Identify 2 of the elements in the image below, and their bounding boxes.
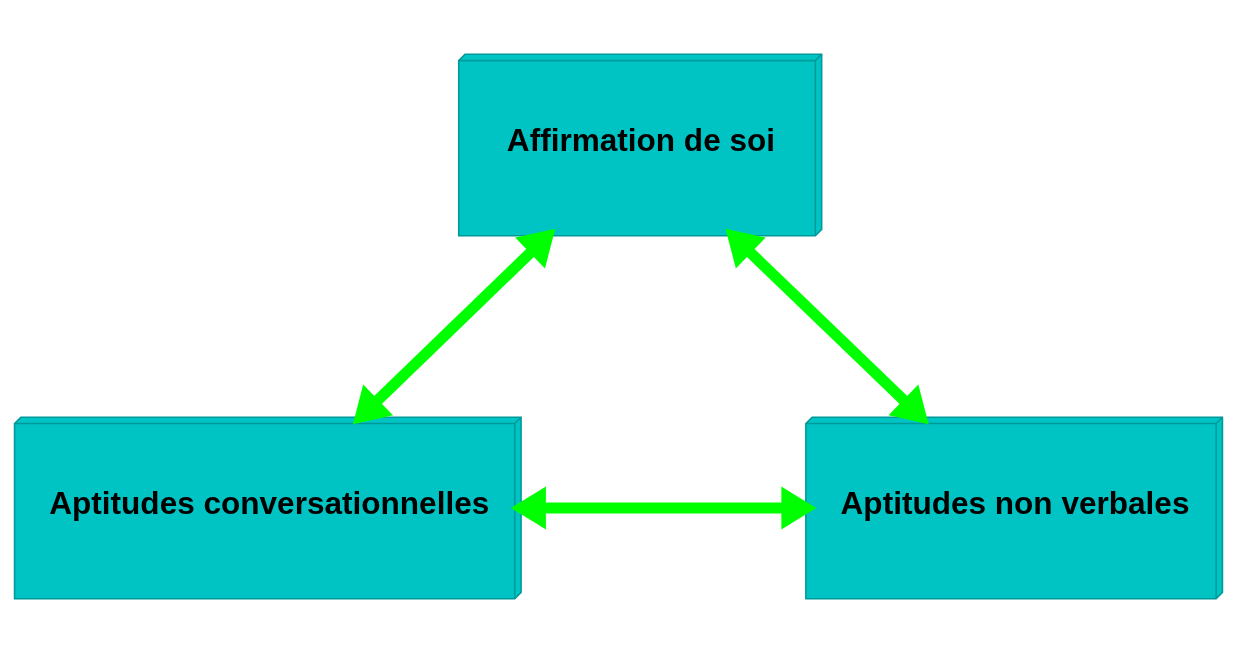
arrow <box>725 228 929 424</box>
arrow <box>510 486 817 529</box>
